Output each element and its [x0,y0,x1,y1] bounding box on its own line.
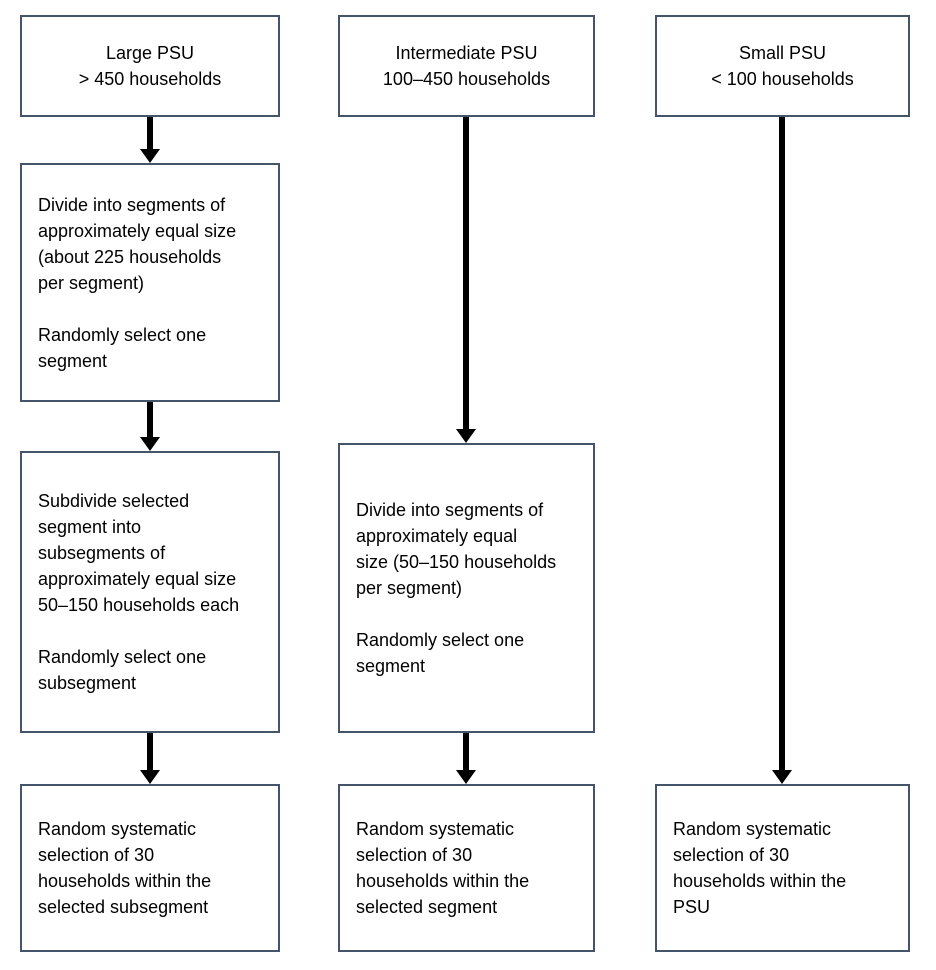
intermediate-psu-segment-select-text: Randomly select one segment [356,630,525,676]
large-psu-segment-box: Divide into segments of approximately eq… [20,163,280,402]
arrow-large-segment-to-subsegment [140,402,160,451]
large-psu-header-text: Large PSU > 450 households [78,43,222,89]
intermediate-psu-header-text: Intermediate PSU 100–450 households [382,43,551,89]
arrow-small-header-to-final [772,117,792,784]
intermediate-psu-segment-box: Divide into segments of approximately eq… [338,443,595,733]
intermediate-psu-header-box: Intermediate PSU 100–450 households [338,15,595,117]
large-psu-final-box: Random systematic selection of 30 househ… [20,784,280,952]
arrow-large-header-to-segment [140,117,160,163]
intermediate-psu-segment-divide-text: Divide into segments of approximately eq… [356,500,557,598]
arrow-intermediate-segment-to-final [456,733,476,784]
large-psu-segment-divide-text: Divide into segments of approximately eq… [38,194,237,293]
intermediate-psu-final-text: Random systematic selection of 30 househ… [356,819,530,917]
large-psu-segment-select-text: Randomly select one segment [38,324,207,371]
small-psu-final-box: Random systematic selection of 30 househ… [655,784,910,952]
large-psu-subsegment-select-text: Randomly select one subsegment [38,647,207,693]
arrow-intermediate-header-to-segment [456,117,476,443]
intermediate-psu-final-box: Random systematic selection of 30 househ… [338,784,595,952]
arrow-large-subsegment-to-final [140,733,160,784]
small-psu-final-text: Random systematic selection of 30 househ… [673,819,847,917]
small-psu-header-box: Small PSU < 100 households [655,15,910,117]
large-psu-header-box: Large PSU > 450 households [20,15,280,117]
large-psu-subsegment-box: Subdivide selected segment into subsegme… [20,451,280,733]
small-psu-header-text: Small PSU < 100 households [711,43,854,89]
large-psu-final-text: Random systematic selection of 30 househ… [38,819,212,917]
large-psu-subsegment-divide-text: Subdivide selected segment into subsegme… [38,491,240,615]
